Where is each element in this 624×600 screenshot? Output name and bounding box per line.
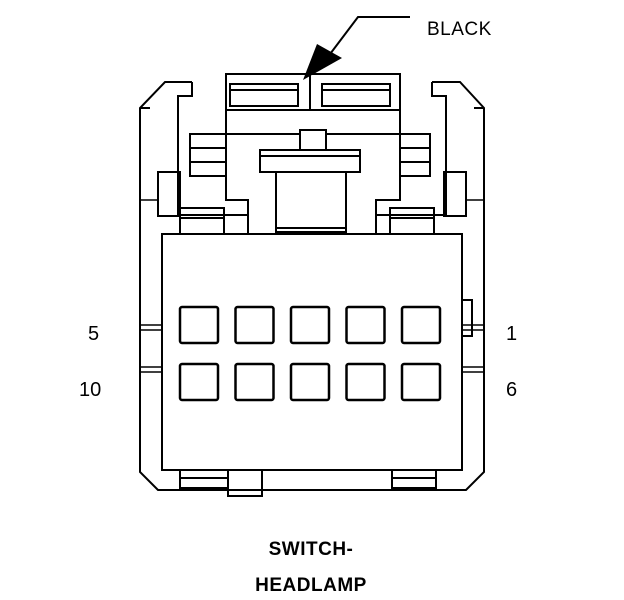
leader-arrowhead — [303, 44, 342, 80]
connector-title-line-2: HEADLAMP — [255, 575, 367, 596]
terminal-cavities — [178, 305, 442, 402]
pin-label-6: 6 — [506, 379, 517, 401]
terminal-cavity — [289, 305, 331, 345]
locking-latch — [189, 73, 431, 235]
terminal-cavity — [178, 362, 220, 402]
pin-label-5: 5 — [88, 323, 99, 345]
connector-title-line-1: SWITCH- — [269, 539, 354, 560]
pin-label-10: 10 — [79, 379, 101, 401]
terminal-cavity — [400, 305, 442, 345]
terminal-cavity — [234, 362, 275, 402]
pin-label-1: 1 — [506, 323, 517, 345]
terminal-cavity — [345, 305, 386, 345]
wire-color-label: BLACK — [427, 19, 492, 40]
terminal-cavity — [289, 362, 331, 402]
terminal-cavity — [400, 362, 442, 402]
housing-side-ribs — [140, 171, 484, 373]
wire-color-leader — [303, 16, 410, 80]
terminal-cavity — [178, 305, 220, 345]
terminal-cavity — [234, 305, 275, 345]
connector-face — [161, 207, 463, 497]
connector-housing — [139, 81, 485, 491]
terminal-cavity — [345, 362, 386, 402]
